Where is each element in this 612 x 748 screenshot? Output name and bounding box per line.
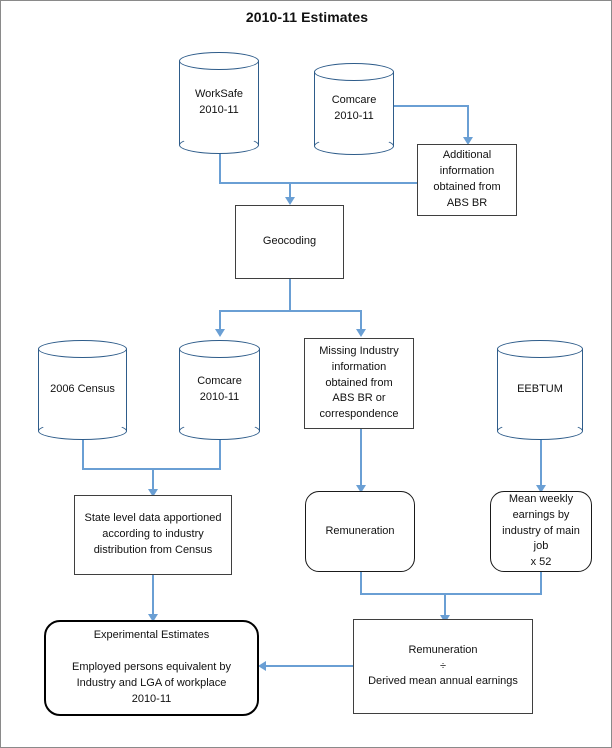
node-geocoding[interactable]: Geocoding (235, 205, 344, 279)
cylinder-bottom-ellipse (179, 136, 259, 154)
node-missing-industry[interactable]: Missing Industry information obtained fr… (304, 338, 414, 429)
cylinder-bottom-ellipse (314, 137, 394, 155)
cylinder-top-ellipse (38, 340, 127, 358)
edge-geocoding-split (219, 310, 362, 312)
edge-worksafe-right (219, 182, 291, 184)
edge-remuneration-divided-left (265, 665, 353, 667)
edge-comcare-top-right (394, 105, 469, 107)
edge-comcare-mid-left (152, 468, 221, 470)
edge-missing-industry-down (360, 429, 362, 489)
cylinder-body (179, 349, 260, 431)
edge-geocoding-down (289, 278, 291, 311)
cylinder-bottom-ellipse (38, 422, 127, 440)
arrowhead-into-experimental-estimates (148, 614, 158, 622)
node-experimental-estimates[interactable]: Experimental Estimates Employed persons … (44, 620, 259, 716)
edge-worksafe-down (219, 153, 221, 183)
arrowhead-into-comcare-mid (215, 329, 225, 337)
cylinder-top-ellipse (314, 63, 394, 81)
node-worksafe-cylinder[interactable]: WorkSafe 2010-11 (179, 52, 259, 154)
node-comcare-mid-cylinder[interactable]: Comcare 2010-11 (179, 340, 260, 440)
edge-mean-weekly-left (444, 593, 542, 595)
edge-remuneration-right (360, 593, 446, 595)
edge-comcare-top-down (467, 105, 469, 139)
edge-census-down (82, 439, 84, 469)
edge-comcare-mid-down (219, 439, 221, 469)
node-comcare-mid-label: Comcare 2010-11 (197, 375, 242, 403)
edge-into-geocoding (289, 182, 291, 201)
node-comcare-top-cylinder[interactable]: Comcare 2010-11 (314, 63, 394, 155)
arrowhead-into-missing-industry (356, 329, 366, 337)
node-eebtum-label: EEBTUM (517, 383, 563, 396)
node-census-2006-cylinder[interactable]: 2006 Census (38, 340, 127, 440)
node-remuneration[interactable]: Remuneration (305, 491, 415, 572)
cylinder-body (314, 72, 394, 146)
edge-geocoding-to-missing-industry (360, 310, 362, 334)
cylinder-body (179, 61, 259, 145)
node-additional-info[interactable]: Additional information obtained from ABS… (417, 144, 517, 216)
cylinder-top-ellipse (179, 340, 260, 358)
node-state-level[interactable]: State level data apportioned according t… (74, 495, 232, 575)
node-census-2006-label: 2006 Census (50, 383, 115, 396)
node-comcare-top-label: Comcare 2010-11 (331, 94, 377, 122)
node-worksafe-label: WorkSafe 2010-11 (194, 88, 244, 116)
cylinder-body (497, 349, 583, 431)
edge-additional-info-left (289, 182, 417, 184)
arrowhead-into-geocoding (285, 197, 295, 205)
cylinder-top-ellipse (179, 52, 259, 70)
cylinder-top-ellipse (497, 340, 583, 358)
arrowhead-into-additional-info (463, 137, 473, 145)
edge-remuneration-down (360, 572, 362, 594)
arrowhead-into-state-level (148, 489, 158, 497)
node-eebtum-cylinder[interactable]: EEBTUM (497, 340, 583, 440)
arrowhead-into-experimental-estimates-left (258, 661, 266, 671)
edge-into-remuneration-divided (444, 593, 446, 619)
cylinder-body (38, 349, 127, 431)
edge-eebtum-down (540, 439, 542, 489)
arrowhead-into-mean-weekly (536, 485, 546, 493)
edge-geocoding-to-comcare-mid (219, 310, 221, 334)
node-mean-weekly-earnings[interactable]: Mean weekly earnings by industry of main… (490, 491, 592, 572)
node-remuneration-divided[interactable]: Remuneration ÷ Derived mean annual earni… (353, 619, 533, 714)
page-title: 2010-11 Estimates (245, 9, 369, 25)
cylinder-bottom-ellipse (497, 422, 583, 440)
edge-census-right (82, 468, 154, 470)
edge-into-state-level (152, 468, 154, 493)
cylinder-bottom-ellipse (179, 422, 260, 440)
edge-state-level-down (152, 575, 154, 620)
arrowhead-into-remuneration (356, 485, 366, 493)
edge-mean-weekly-down (540, 572, 542, 594)
